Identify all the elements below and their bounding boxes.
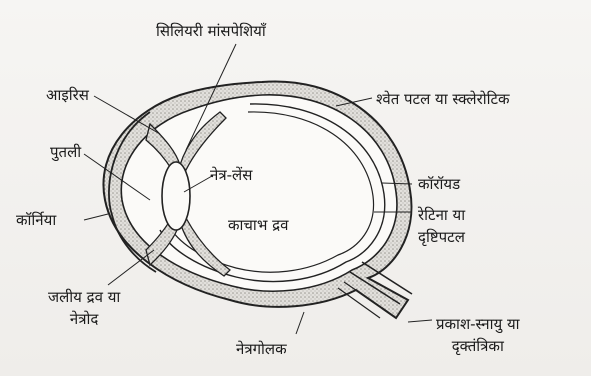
label-iris: आइरिस: [46, 86, 89, 104]
label-aqueous-line2: नेत्रोद: [70, 310, 98, 328]
label-ciliary-muscles: सिलियरी मांसपेशियाँ: [156, 22, 266, 40]
leader-eyeball: [296, 312, 304, 334]
label-eyeball: नेत्रगोलक: [236, 340, 287, 358]
label-pupil: पुतली: [50, 143, 81, 161]
leader-optic: [408, 320, 432, 322]
label-sclera: श्वेत पटल या स्क्लेरोटिक: [376, 90, 510, 108]
label-optic-nerve: प्रकाश-स्नायु या दृक्तंत्रिका: [436, 313, 520, 357]
label-choroid: कॉरॉयड: [418, 175, 460, 193]
lens-shape: [162, 162, 190, 230]
label-lens: नेत्र-लेंस: [210, 166, 252, 184]
label-optic-line1: प्रकाश-स्नायु या: [436, 315, 520, 333]
leader-aqueous: [108, 250, 154, 285]
label-vitreous-humor: काचाभ द्रव: [228, 216, 288, 234]
label-cornea: कॉर्निया: [16, 211, 56, 229]
label-aqueous-line1: जलीय द्रव या: [48, 288, 120, 306]
label-retina-line1: रेटिना या: [418, 206, 465, 224]
label-optic-line2: दृक्तंत्रिका: [452, 337, 504, 355]
label-retina-line2: दृष्टिपटल: [418, 228, 465, 246]
leader-cornea: [84, 214, 108, 220]
label-retina: रेटिना या दृष्टिपटल: [418, 204, 465, 248]
label-aqueous-humor: जलीय द्रव या नेत्रोद: [48, 286, 120, 330]
